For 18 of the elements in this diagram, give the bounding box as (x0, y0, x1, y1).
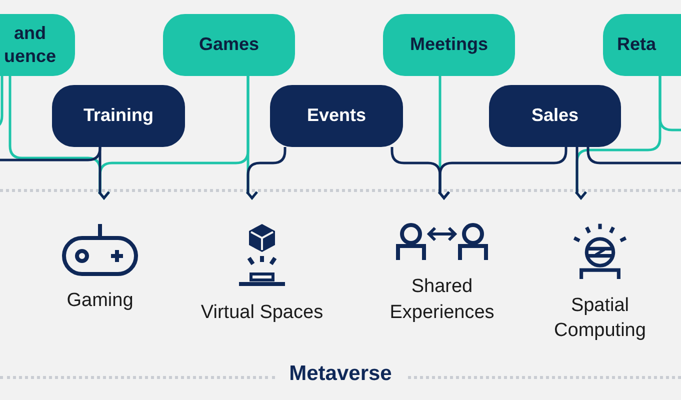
category-label: Spatial Computing (553, 294, 647, 344)
activity-box: Events (270, 85, 403, 147)
use-case-box: Games (163, 14, 295, 76)
category-label: Shared Experiences (388, 275, 496, 325)
category-label: Gaming (66, 289, 134, 313)
connector-line (0, 146, 102, 162)
diagram-heading: Metaverse (289, 362, 392, 386)
arrow (438, 147, 568, 200)
use-case-box: and uence (0, 14, 75, 76)
arrow (98, 147, 110, 200)
arrow (574, 147, 588, 200)
activity-box: Sales (489, 85, 621, 147)
connector-line (586, 147, 681, 164)
activity-box: Training (52, 85, 185, 147)
use-case-box: Meetings (383, 14, 515, 76)
use-case-box: Reta (603, 14, 681, 76)
category-label: Virtual Spaces (200, 301, 324, 325)
connector-line (658, 76, 681, 132)
